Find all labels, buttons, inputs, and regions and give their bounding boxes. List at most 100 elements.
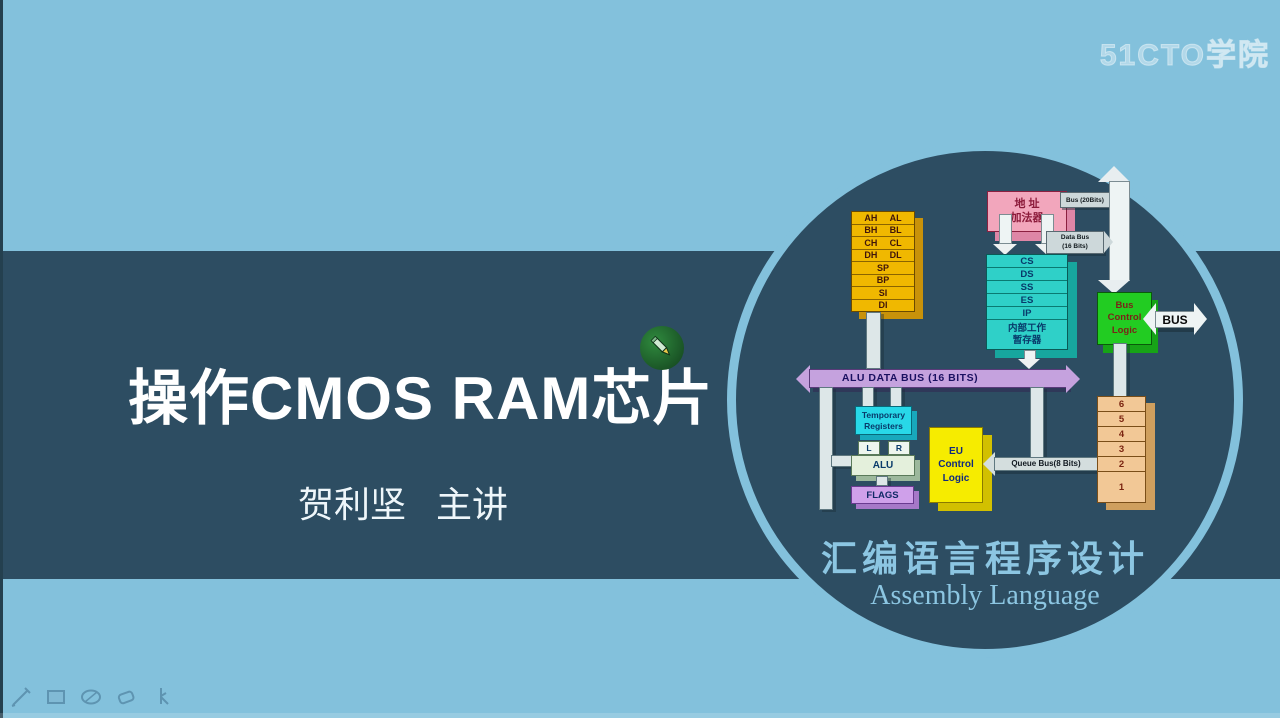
bus-control-text: Bus xyxy=(1115,299,1134,311)
bus-line xyxy=(1030,387,1044,462)
segment-row: DS xyxy=(987,268,1067,281)
segment-label: ES xyxy=(1020,294,1034,306)
queue-slot-number: 4 xyxy=(1118,428,1125,440)
queue-slot: 1 xyxy=(1098,472,1145,502)
register-row: AH AL xyxy=(852,212,914,225)
register-label: AL xyxy=(889,212,902,223)
segment-label: IP xyxy=(1022,307,1032,319)
course-title-cn: 汇编语言程序设计 xyxy=(820,539,1149,579)
temp-registers-text: Temporary xyxy=(861,409,906,420)
right-arrowhead xyxy=(1066,365,1080,393)
alu-data-bus-label: ALU DATA BUS (16 BITS) xyxy=(841,372,979,384)
latch-r-label: R xyxy=(895,443,903,453)
bus-line xyxy=(819,387,833,510)
segment-row: CS xyxy=(987,255,1067,268)
ellipse-tool-icon[interactable] xyxy=(78,684,104,710)
register-label: BP xyxy=(876,275,890,286)
flags-label: FLAGS xyxy=(866,489,899,501)
cursor-tool-icon[interactable] xyxy=(148,684,174,710)
segment-label: DS xyxy=(1020,268,1034,280)
bus20-text: Bus (20Bits) xyxy=(1066,196,1104,204)
register-label: DH xyxy=(864,250,878,261)
pen-tool-icon[interactable] xyxy=(8,684,34,710)
left-edge-strip xyxy=(0,0,3,718)
data-bus-16bit-label: Data Bus (16 Bits) xyxy=(1046,231,1104,254)
flags-register: FLAGS xyxy=(851,486,914,504)
latch-l-label: L xyxy=(866,443,872,453)
left-arrowhead xyxy=(1143,303,1156,335)
right-arrowhead xyxy=(1194,303,1207,335)
segment-label: SS xyxy=(1020,281,1034,293)
queue-slot: 5 xyxy=(1098,412,1145,427)
eu-control-logic: EU Control Logic xyxy=(929,427,983,503)
register-label: CH xyxy=(864,237,878,248)
queue-bus-label: Queue Bus(8 Bits) xyxy=(1011,459,1081,468)
eu-control-text: Logic xyxy=(942,472,970,484)
lecturer-subtitle: 贺利坚 主讲 xyxy=(298,484,509,525)
bus-line xyxy=(876,476,888,486)
up-arrowhead xyxy=(1098,166,1130,182)
latch-r: R xyxy=(888,441,910,455)
register-row: SI xyxy=(852,287,914,300)
alu-box: ALU xyxy=(851,455,915,476)
queue-slot: 2 xyxy=(1098,457,1145,472)
internal-regs-text: 内部工作 xyxy=(1007,323,1046,335)
register-label: CL xyxy=(889,237,902,248)
left-arrowhead xyxy=(796,365,810,393)
register-row: BH BL xyxy=(852,225,914,237)
eraser-tool-icon[interactable] xyxy=(113,684,139,710)
queue-slot-number: 1 xyxy=(1118,481,1125,493)
eu-control-text: Control xyxy=(938,459,974,471)
register-label: DI xyxy=(878,300,888,311)
pencil-icon xyxy=(650,335,671,356)
register-label: BH xyxy=(864,225,878,236)
register-row: CH CL xyxy=(852,237,914,250)
latch-l: L xyxy=(858,441,880,455)
queue-slot: 4 xyxy=(1098,427,1145,442)
bus-line xyxy=(831,455,853,467)
course-badge-circle xyxy=(727,142,1243,658)
databus-text: (16 Bits) xyxy=(1062,242,1088,250)
down-arrowhead xyxy=(993,244,1017,255)
segment-row: ES xyxy=(987,294,1067,307)
down-arrowhead xyxy=(1098,280,1130,294)
register-row: DI xyxy=(852,300,914,312)
rectangle-tool-icon[interactable] xyxy=(43,684,69,710)
register-label: AH xyxy=(864,212,878,223)
queue-slot-number: 5 xyxy=(1118,413,1125,425)
alu-label: ALU xyxy=(872,460,894,471)
left-arrowhead xyxy=(983,452,995,476)
queue-slot-number: 2 xyxy=(1118,458,1125,470)
segment-label: CS xyxy=(1020,255,1034,267)
queue-slot-number: 3 xyxy=(1118,443,1125,455)
register-label: SI xyxy=(878,287,888,298)
down-arrowhead xyxy=(1018,359,1040,369)
queue-slot: 3 xyxy=(1098,442,1145,457)
segment-row: SS xyxy=(987,281,1067,294)
segment-register-file: CS DS SS ES IP 内部工作 暂存器 xyxy=(986,254,1068,350)
adder-label: 加法器 xyxy=(1010,211,1044,224)
register-row: SP xyxy=(852,262,914,275)
bus-line xyxy=(999,214,1012,244)
right-arrowhead xyxy=(1104,231,1113,253)
temp-registers-text: Registers xyxy=(864,420,903,431)
queue-slot-number: 6 xyxy=(1118,398,1125,410)
bus-arrow-label: BUS xyxy=(1162,313,1188,327)
register-label: SP xyxy=(876,262,889,273)
adder-label: 地 址 xyxy=(1014,197,1040,210)
instruction-queue: 6 5 4 3 2 1 xyxy=(1097,396,1146,503)
slide-title: 操作CMOS RAM芯片 xyxy=(128,365,714,432)
register-row: BP xyxy=(852,275,914,287)
bus-control-text: Control xyxy=(1107,312,1142,324)
eu-control-text: EU xyxy=(949,445,963,457)
segment-row: IP xyxy=(987,307,1067,320)
bus-control-text: Logic xyxy=(1111,324,1138,336)
queue-slot: 6 xyxy=(1098,397,1145,412)
platform-watermark: 51CTO学院 xyxy=(1099,39,1270,73)
register-label: BL xyxy=(889,225,902,236)
pen-cursor-badge[interactable] xyxy=(640,326,684,370)
temporary-registers: Temporary Registers xyxy=(855,406,912,435)
